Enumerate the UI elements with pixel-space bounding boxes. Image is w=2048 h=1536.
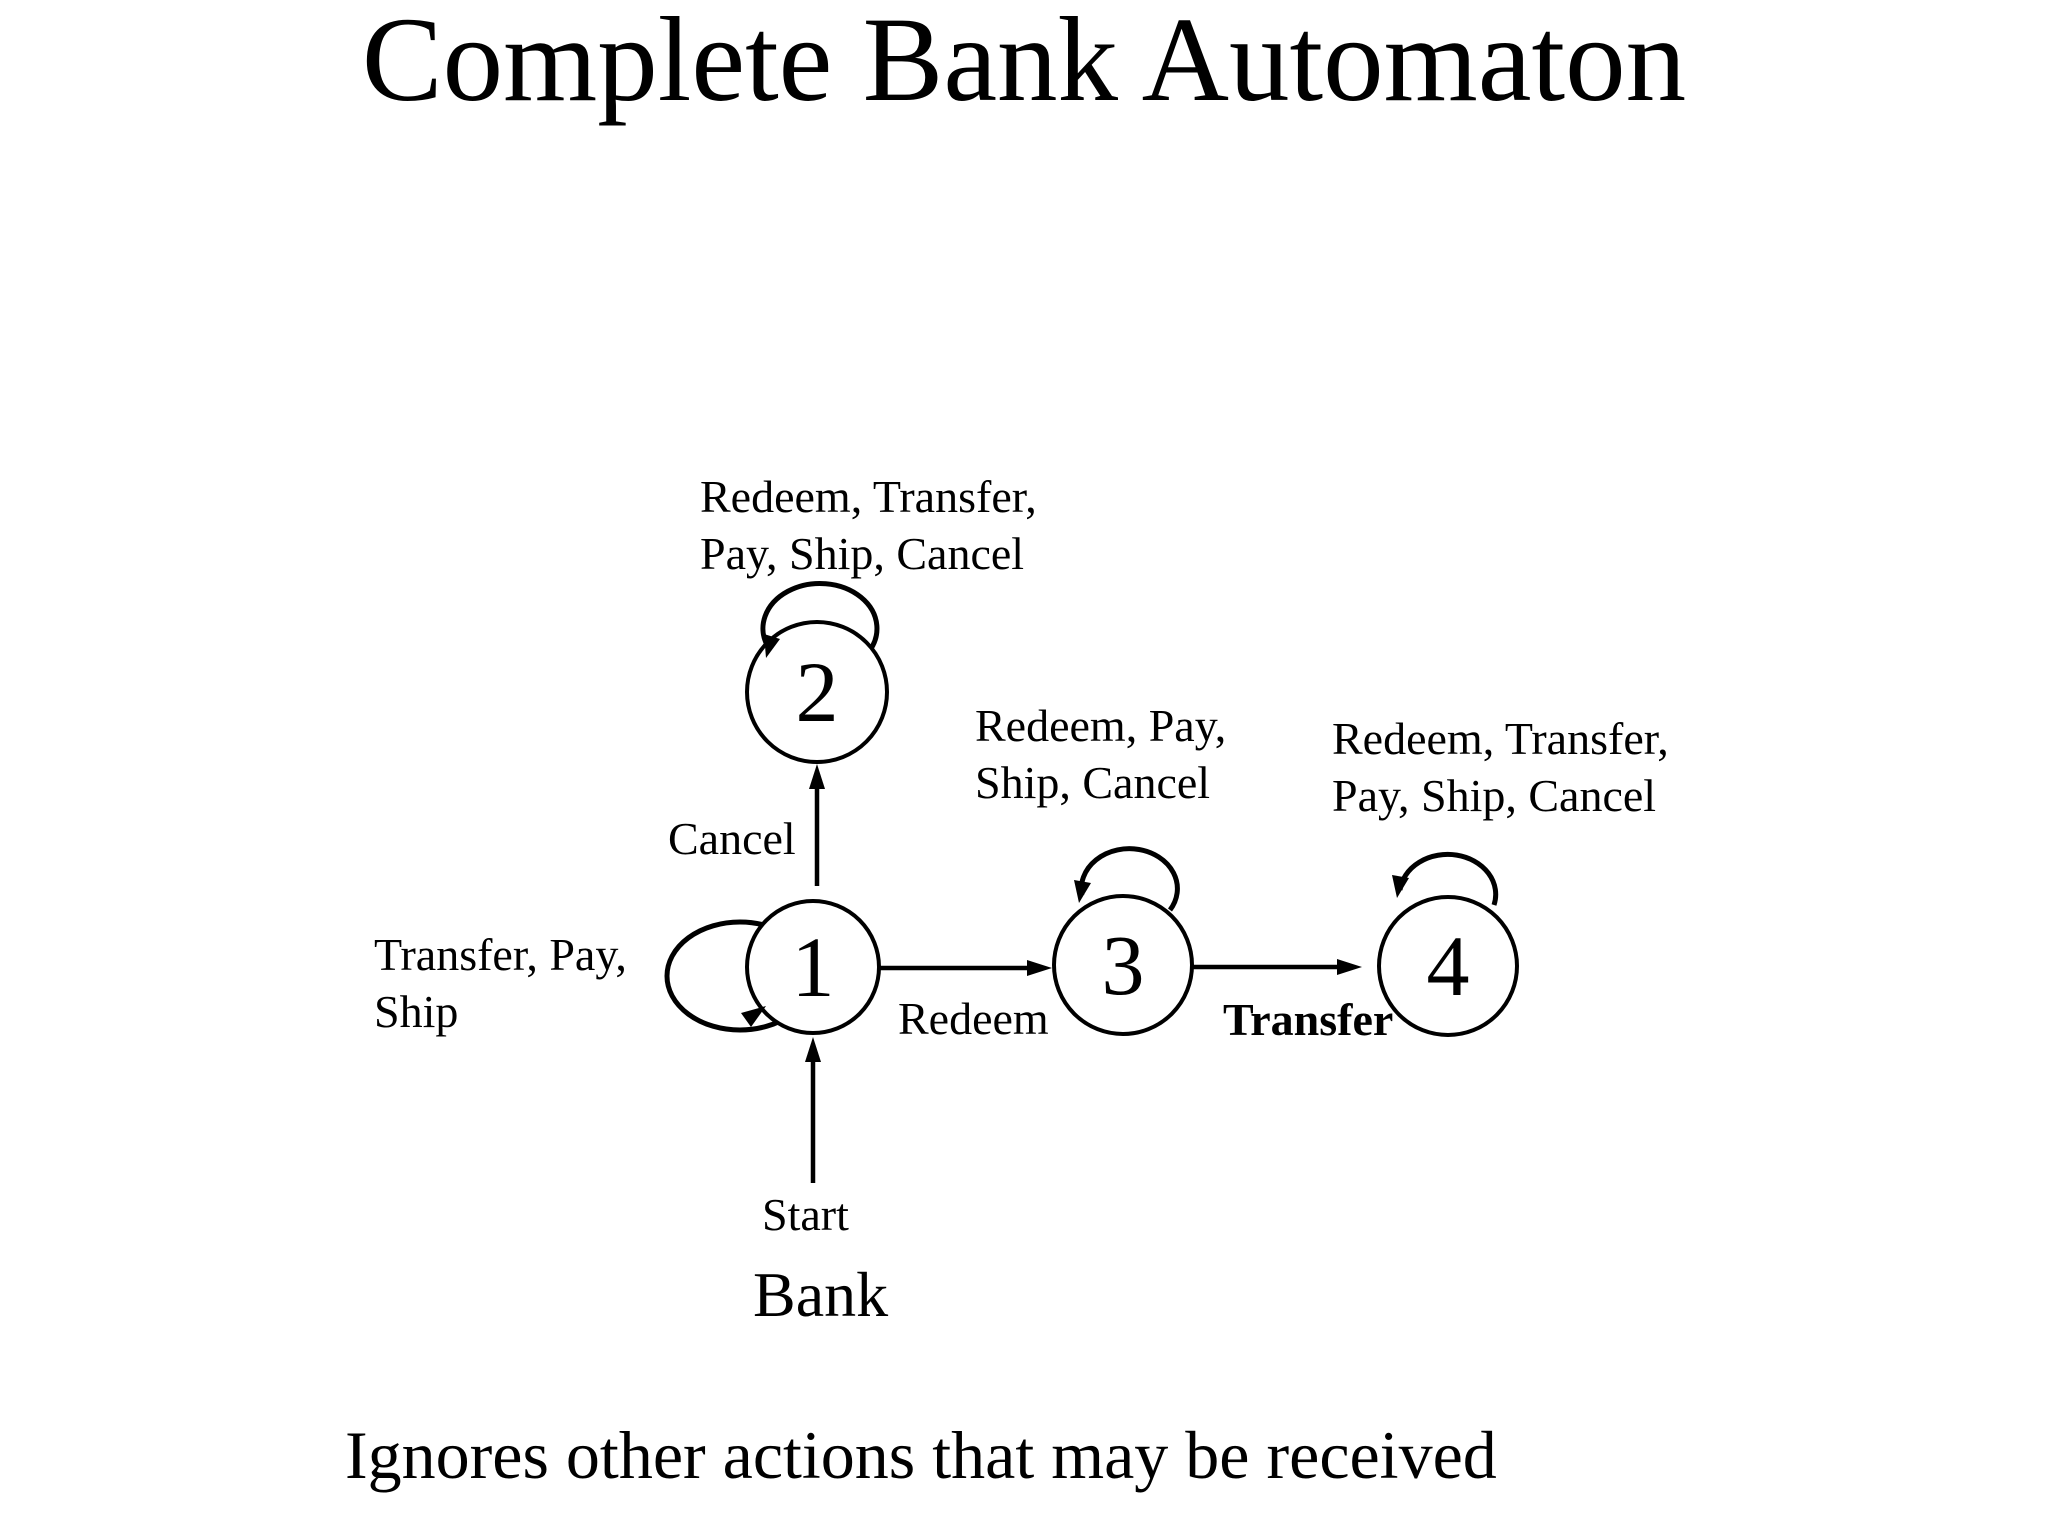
state-2-circle	[745, 620, 889, 764]
redeem-arrowhead-icon	[1027, 960, 1052, 976]
state-2-loop-label-line2: Pay, Ship, Cancel	[700, 528, 1025, 579]
state-3-loop-label-line2: Ship, Cancel	[975, 757, 1211, 808]
start-label: Start	[762, 1189, 849, 1240]
state-1-loop-label: Transfer, Pay, Ship	[374, 926, 627, 1040]
state-4-loop-arrowhead-icon	[1392, 875, 1409, 898]
state-4-loop-label-line1: Redeem, Transfer,	[1332, 713, 1669, 764]
state-1-loop-arrowhead-icon	[741, 1006, 766, 1027]
state-2-loop-label: Redeem, Transfer, Pay, Ship, Cancel	[700, 468, 1037, 582]
state-2-self-loop	[760, 581, 880, 657]
footer-note: Ignores other actions that may be receiv…	[345, 1417, 1497, 1493]
state-4-self-loop	[1397, 851, 1499, 906]
state-3-self-loop	[1078, 846, 1180, 912]
transition-cancel-label: Cancel	[668, 813, 796, 864]
state-1-label: 1	[791, 919, 835, 1015]
state-3-loop-label: Redeem, Pay, Ship, Cancel	[975, 697, 1226, 811]
state-2-loop-arrowhead-icon	[764, 634, 780, 658]
state-3-loop-label-line1: Redeem, Pay,	[975, 700, 1227, 751]
state-4-label: 4	[1426, 918, 1470, 1014]
state-4-circle	[1377, 895, 1519, 1037]
transition-transfer-label: Transfer	[1223, 994, 1394, 1045]
slide-title: Complete Bank Automaton	[361, 0, 1687, 127]
state-2-loop-label-line1: Redeem, Transfer,	[700, 471, 1037, 522]
state-3-label: 3	[1101, 917, 1145, 1013]
state-2-label: 2	[795, 644, 839, 740]
cancel-arrowhead-icon	[809, 764, 825, 789]
state-4-loop-label: Redeem, Transfer, Pay, Ship, Cancel	[1332, 710, 1669, 824]
state-3-circle	[1052, 894, 1194, 1036]
state-3-loop-arrowhead-icon	[1074, 880, 1091, 903]
state-1-loop-label-line1: Transfer, Pay,	[374, 929, 627, 980]
start-arrowhead-icon	[805, 1037, 821, 1062]
state-1-loop-label-line2: Ship	[374, 986, 459, 1037]
transition-redeem-label: Redeem	[898, 993, 1049, 1044]
transfer-arrowhead-icon	[1337, 959, 1362, 975]
state-1-circle	[745, 899, 881, 1035]
automaton-name-label: Bank	[753, 1259, 889, 1330]
state-4-loop-label-line2: Pay, Ship, Cancel	[1332, 770, 1657, 821]
